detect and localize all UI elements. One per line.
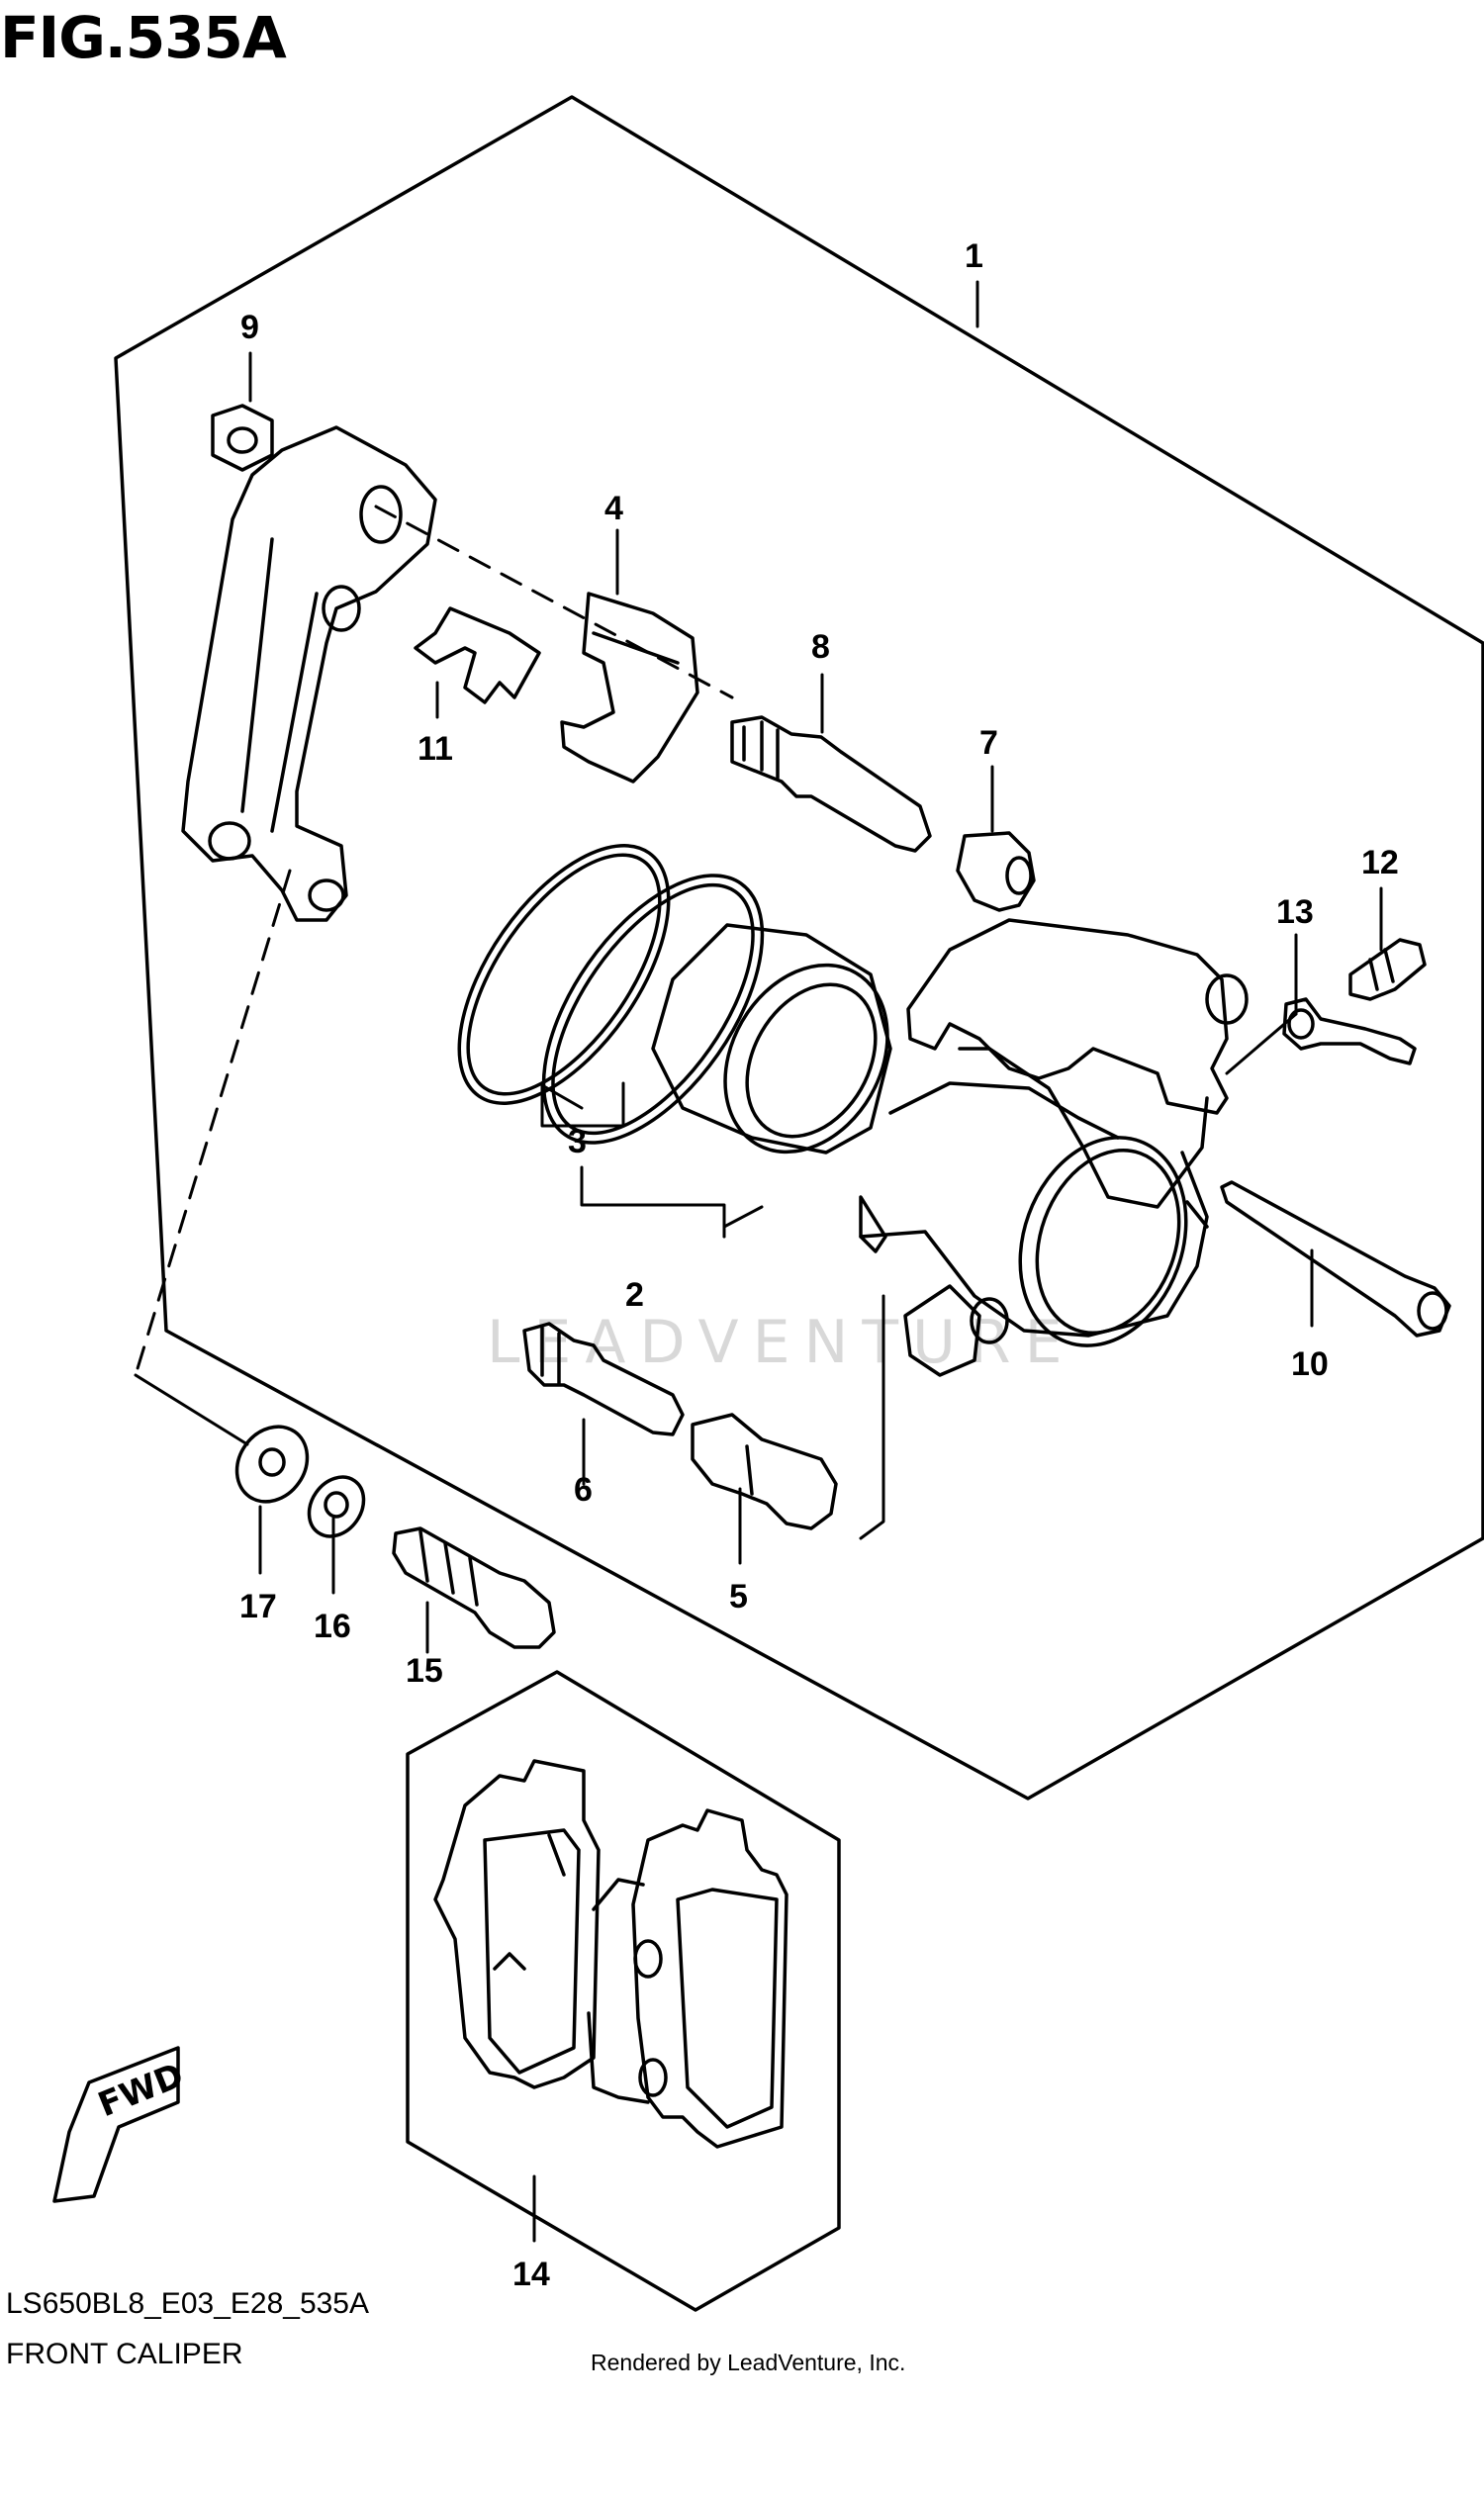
callout-10: 10 [1291, 1345, 1329, 1383]
piston-2 [651, 923, 892, 1155]
fwd-arrow [52, 2046, 180, 2203]
pad-pin-10 [1220, 1180, 1451, 1338]
callout-16: 16 [314, 1608, 351, 1645]
callout-4: 4 [604, 490, 623, 527]
callout-8: 8 [811, 628, 830, 666]
washer-17 [234, 1425, 310, 1504]
caliper-body [859, 918, 1249, 1377]
callout-13: 13 [1276, 893, 1314, 931]
mounting-bolt-15 [392, 1526, 556, 1649]
rendered-by-credit: Rendered by LeadVenture, Inc. [591, 2350, 906, 2375]
leader-lines [134, 280, 1383, 2243]
brake-pad-left [433, 1759, 601, 2089]
figure-code: LS650BL8_E03_E28_535A [6, 2287, 370, 2320]
callout-6: 6 [574, 1471, 593, 1509]
callout-2: 2 [625, 1276, 644, 1314]
seal-3 [457, 844, 671, 1105]
caliper-bracket [181, 425, 437, 922]
bleeder-valve-12 [1348, 938, 1427, 1001]
callout-15: 15 [406, 1652, 443, 1690]
brake-pad-right [587, 1808, 788, 2149]
callout-12: 12 [1361, 844, 1399, 881]
nut-9 [211, 404, 274, 472]
callout-14: 14 [512, 2256, 550, 2293]
bleeder-cap-13 [1282, 997, 1417, 1065]
callout-3: 3 [568, 1123, 587, 1160]
slide-pin-6 [522, 1322, 685, 1436]
figure-title: FIG.535A [0, 4, 287, 71]
callout-1: 1 [965, 237, 983, 275]
figure-name: FRONT CALIPER [6, 2338, 243, 2370]
boot-5 [691, 1413, 838, 1530]
lock-washer-16 [307, 1475, 366, 1538]
callout-11: 11 [417, 730, 453, 768]
pad-set-boundary [406, 1670, 841, 2312]
assembly-boundary [114, 95, 1484, 1801]
callout-7: 7 [979, 724, 998, 762]
boot-7 [956, 831, 1036, 912]
callout-5: 5 [729, 1578, 748, 1616]
pad-spring-4 [560, 592, 699, 784]
slide-pin-8 [730, 715, 932, 853]
callout-9: 9 [240, 309, 259, 346]
callout-17: 17 [239, 1588, 277, 1625]
seal-3b [541, 874, 765, 1145]
spring-clip-11 [414, 606, 541, 704]
